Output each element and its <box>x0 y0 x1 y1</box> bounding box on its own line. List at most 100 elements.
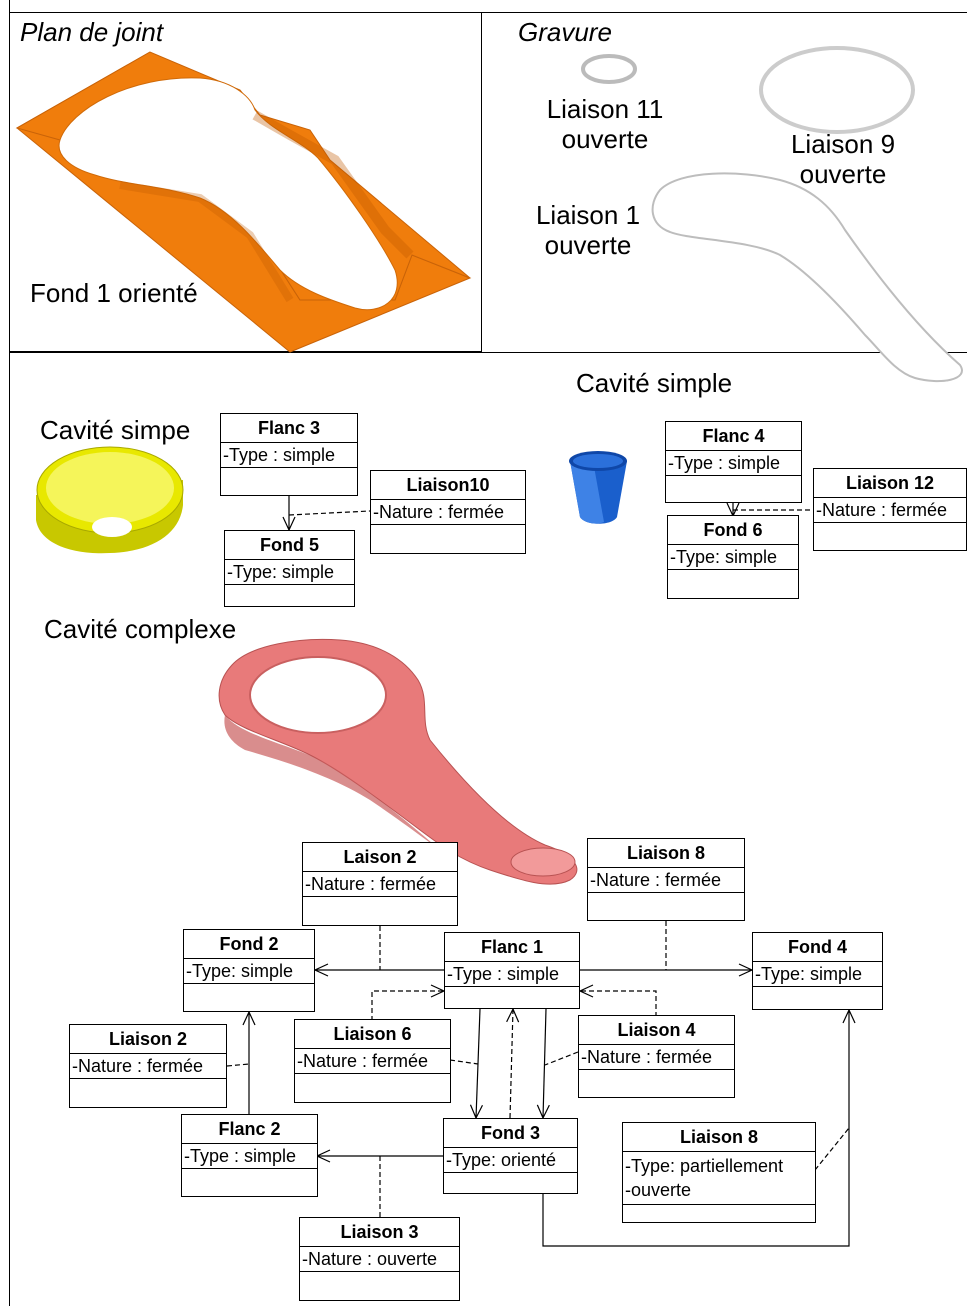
label-liaison11-line1: Liaison 11 <box>546 94 664 124</box>
engraving-illustration <box>581 46 963 383</box>
box-liaison6-attr: -Nature : fermée <box>295 1049 450 1074</box>
section-title-gravure: Gravure <box>518 17 612 47</box>
section-divider <box>9 352 967 353</box>
box-liaison8-bottom-attr1: -Type: partiellement <box>625 1156 784 1176</box>
label-cavite-simple: Cavité simple <box>576 368 733 398</box>
box-liaison8-top-attr: -Nature : fermée <box>588 868 744 893</box>
label-liaison11-line2: ouverte <box>561 123 649 154</box>
box-fond5-attr: -Type: simple <box>225 560 354 585</box>
box-fond4-ops <box>753 987 882 1009</box>
label-fond1: Fond 1 orienté <box>30 278 198 308</box>
box-liaison10-attr: -Nature : fermée <box>371 500 525 525</box>
box-fond4-title: Fond 4 <box>753 933 882 962</box>
label-liaison9-line1: Liaison 9 <box>790 129 896 159</box>
box-flanc4-ops <box>666 476 801 502</box>
box-liaison10[interactable]: Liaison10 -Nature : fermée <box>370 470 526 554</box>
box-liaison2-ops <box>70 1079 226 1107</box>
box-laison2-ops <box>303 897 457 925</box>
box-fond2-attr: -Type: simple <box>184 959 314 984</box>
box-liaison6-title: Liaison 6 <box>295 1020 450 1049</box>
label-liaison9: Liaison 9 ouverte <box>772 129 914 190</box>
box-fond6[interactable]: Fond 6 -Type: simple <box>667 515 799 599</box>
box-liaison10-ops <box>371 525 525 553</box>
box-liaison6-ops <box>295 1074 450 1102</box>
connector-flanc1-fond3-right <box>536 1008 550 1120</box>
box-laison2-title: Laison 2 <box>303 843 457 872</box>
box-flanc1-ops <box>445 987 579 1008</box>
box-fond3-ops <box>444 1173 577 1193</box>
label-liaison1: Liaison 1 ouverte <box>518 200 658 261</box>
box-liaison3-title: Liaison 3 <box>300 1218 459 1247</box>
box-liaison6[interactable]: Liaison 6 -Nature : fermée <box>294 1019 451 1103</box>
dashed-liaison10 <box>288 510 371 516</box>
box-liaison3-ops <box>300 1272 459 1300</box>
dashed-liaison2 <box>226 1063 250 1067</box>
box-laison2[interactable]: Laison 2 -Nature : fermée <box>302 842 458 926</box>
box-liaison3[interactable]: Liaison 3 -Nature : ouverte <box>299 1217 460 1301</box>
box-fond3[interactable]: Fond 3 -Type: orienté <box>443 1118 578 1194</box>
box-flanc1[interactable]: Flanc 1 -Type : simple <box>444 932 580 1009</box>
box-liaison8-top-title: Liaison 8 <box>588 839 744 868</box>
label-cavite-simpe: Cavité simpe <box>40 415 191 445</box>
box-fond6-ops <box>668 570 798 598</box>
box-liaison8-top-ops <box>588 893 744 920</box>
box-fond6-title: Fond 6 <box>668 516 798 545</box>
box-flanc1-attr: -Type : simple <box>445 962 579 987</box>
parting-surface-illustration <box>15 51 472 353</box>
box-liaison2[interactable]: Liaison 2 -Nature : fermée <box>69 1024 227 1108</box>
box-flanc2-title: Flanc 2 <box>182 1115 317 1144</box>
box-liaison3-attr: -Nature : ouverte <box>300 1247 459 1272</box>
box-flanc2-ops <box>182 1169 317 1196</box>
box-fond5[interactable]: Fond 5 -Type: simple <box>224 530 355 607</box>
dashed-liaison6-fond3 <box>449 1059 479 1065</box>
simple-cavity-dish-illustration <box>36 446 184 554</box>
box-fond6-attr: -Type: simple <box>668 545 798 570</box>
box-flanc4-attr: -Type : simple <box>666 451 801 476</box>
box-laison2-attr: -Nature : fermée <box>303 872 457 897</box>
box-liaison4[interactable]: Liaison 4 -Nature : fermée <box>578 1015 735 1098</box>
box-flanc2[interactable]: Flanc 2 -Type : simple <box>181 1114 318 1197</box>
box-fond2-ops <box>184 984 314 1011</box>
box-liaison12[interactable]: Liaison 12 -Nature : fermée <box>813 468 967 551</box>
label-liaison11: Liaison 11 ouverte <box>530 94 680 155</box>
box-fond4[interactable]: Fond 4 -Type: simple <box>752 932 883 1010</box>
dashed-fond3-flanc1 <box>506 1007 520 1119</box>
label-liaison1-line2: ouverte <box>544 229 632 260</box>
box-fond5-ops <box>225 585 354 606</box>
box-flanc2-attr: -Type : simple <box>182 1144 317 1169</box>
box-liaison8-bottom-attr2: -ouverte <box>625 1180 692 1200</box>
box-liaison10-title: Liaison10 <box>371 471 525 500</box>
label-cavite-complexe: Cavité complexe <box>44 614 237 644</box>
box-flanc1-title: Flanc 1 <box>445 933 579 962</box>
section-title-plan-de-joint: Plan de joint <box>20 17 164 47</box>
box-flanc4-title: Flanc 4 <box>666 422 801 451</box>
label-liaison1-line1: Liaison 1 <box>535 200 641 230</box>
box-liaison8-bottom[interactable]: Liaison 8 -Type: partiellement -ouverte <box>622 1122 816 1223</box>
dashed-liaison4-fond3 <box>544 1051 579 1066</box>
box-liaison4-title: Liaison 4 <box>579 1016 734 1045</box>
box-liaison4-attr: -Nature : fermée <box>579 1045 734 1070</box>
simple-cavity-cup-illustration <box>569 451 627 524</box>
box-liaison2-title: Liaison 2 <box>70 1025 226 1054</box>
box-fond5-title: Fond 5 <box>225 531 354 560</box>
box-liaison12-ops <box>814 523 966 550</box>
box-liaison4-ops <box>579 1070 734 1097</box>
box-liaison12-title: Liaison 12 <box>814 469 966 498</box>
box-fond3-title: Fond 3 <box>444 1119 577 1148</box>
top-border <box>482 12 967 13</box>
box-fond4-attr: -Type: simple <box>753 962 882 987</box>
box-flanc3[interactable]: Flanc 3 -Type : simple <box>220 413 358 496</box>
box-liaison8-top[interactable]: Liaison 8 -Nature : fermée <box>587 838 745 921</box>
dashed-liaison6 <box>371 984 446 1021</box>
box-flanc3-attr: -Type : simple <box>221 443 357 468</box>
box-fond2[interactable]: Fond 2 -Type: simple <box>183 929 315 1012</box>
box-liaison8-bottom-ops <box>623 1205 815 1222</box>
box-liaison8-bottom-title: Liaison 8 <box>623 1123 815 1152</box>
frame-left-border <box>9 0 10 1306</box>
box-flanc3-ops <box>221 468 357 495</box>
box-flanc4[interactable]: Flanc 4 -Type : simple <box>665 421 802 503</box>
box-liaison12-attr: -Nature : fermée <box>814 498 966 523</box>
connector-fond3-fond4 <box>542 1008 856 1247</box>
